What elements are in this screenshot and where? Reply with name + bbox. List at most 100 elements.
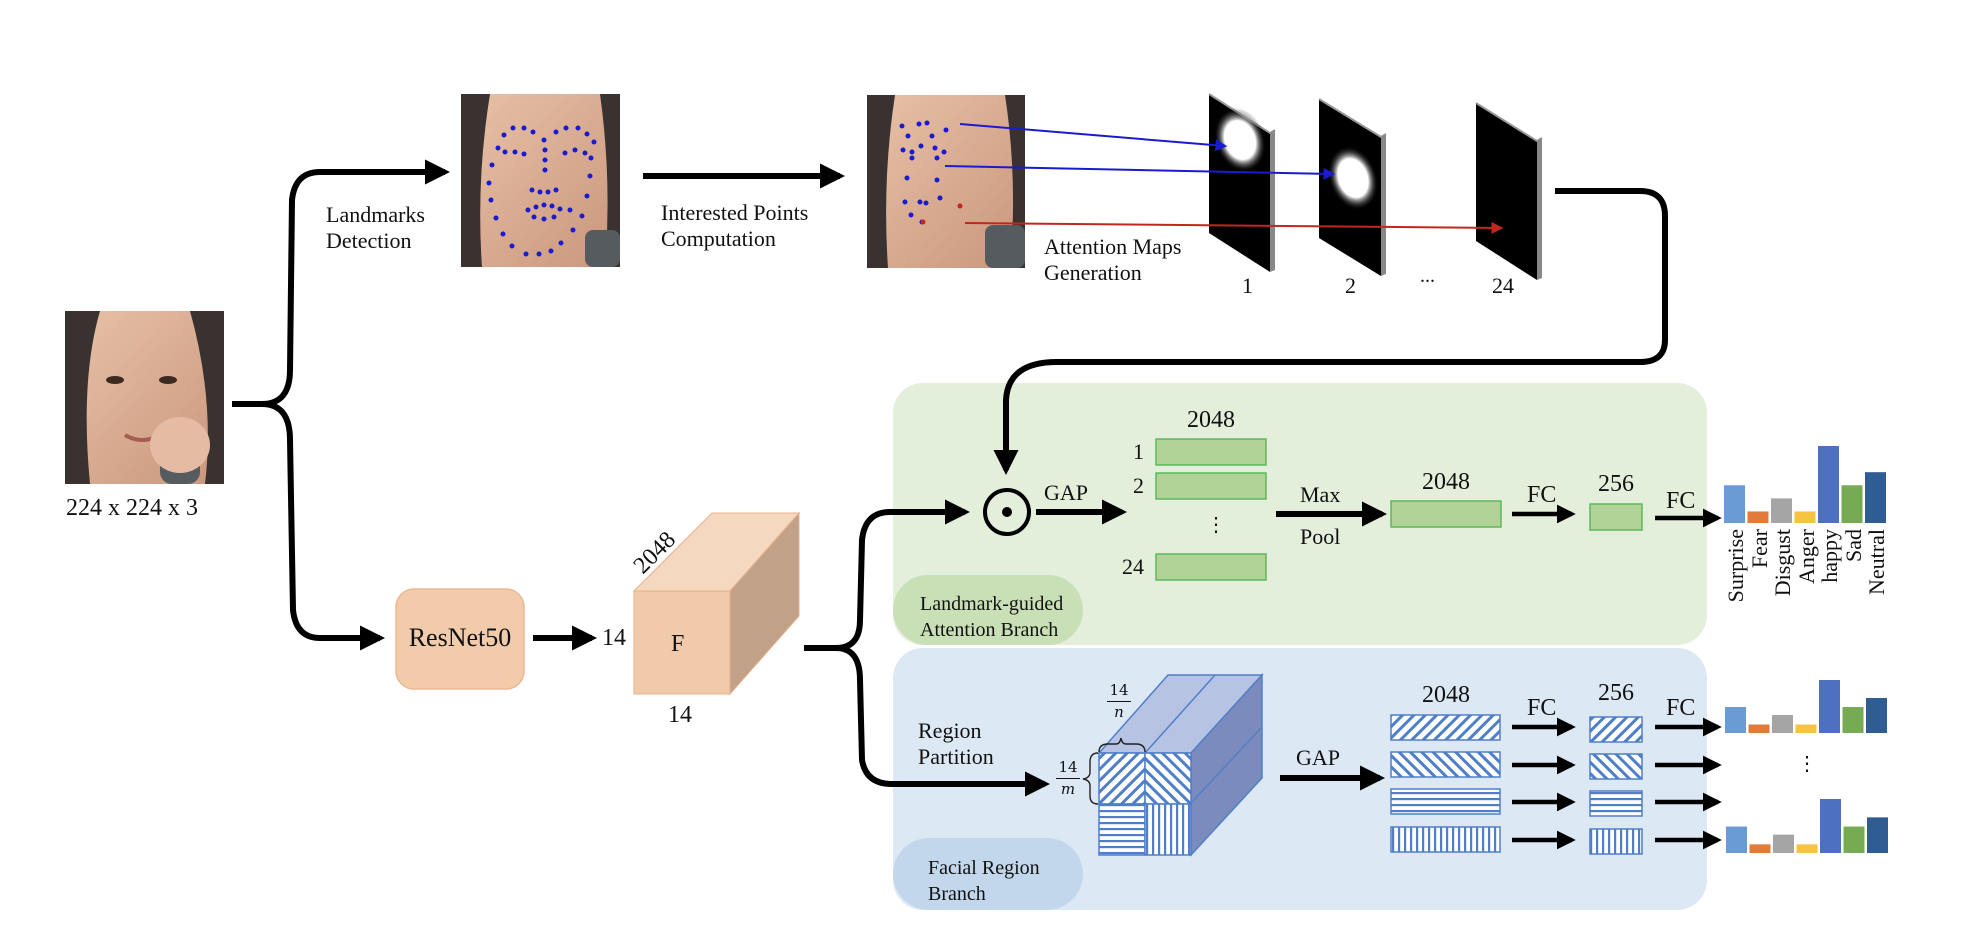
bar-sad [1843, 826, 1865, 853]
point-to-map-1-arrow [959, 123, 1228, 152]
resnet50-label: ResNet50 [408, 623, 512, 652]
map-index-2: 2 [1345, 273, 1356, 298]
attention-rows-ellipsis: ⋮ [1206, 514, 1226, 536]
bar-anger [1795, 724, 1817, 733]
fc2-label-region: FC [1666, 695, 1696, 721]
region-vector-2 [1390, 751, 1501, 778]
fc1-label-region: FC [1527, 695, 1557, 721]
bar-disgust [1773, 834, 1794, 853]
bar-fear [1747, 511, 1769, 523]
emotion-chart-region-first [1725, 680, 1887, 733]
maxpool-label-2: Pool [1300, 524, 1341, 549]
bar-anger [1796, 844, 1818, 853]
fc2-label-attention: FC [1666, 488, 1696, 514]
maxpool-label-1: Max [1300, 482, 1341, 507]
region-partition-label: Region Partition [918, 718, 994, 770]
attention-vector-1 [1155, 438, 1267, 466]
bar-happy [1820, 799, 1841, 853]
attention-row-label-1: 1 [1133, 439, 1144, 464]
gap-label-region: GAP [1296, 745, 1341, 770]
category-label-neutral: Neutral [1864, 529, 1889, 595]
bar-fear [1748, 724, 1770, 733]
region-vector-4 [1390, 826, 1501, 853]
bar-surprise [1724, 485, 1745, 523]
bar-sad [1841, 485, 1863, 523]
fraction-m-denominator: m [1060, 780, 1076, 798]
fraction-n-denominator: n [1114, 703, 1124, 721]
attention-branch-pill [893, 575, 1083, 645]
region-branch-title: Facial Region Branch [928, 857, 1040, 905]
region-fc-vector-1 [1589, 716, 1643, 743]
feature-cube [632, 511, 801, 696]
hadamard-operator [983, 488, 1031, 536]
category-label-surprise: Surprise [1723, 529, 1748, 603]
bar-sad [1842, 707, 1864, 733]
landmark-face-image [461, 94, 620, 267]
bar-surprise [1726, 826, 1747, 853]
attention-vector-2 [1155, 472, 1267, 500]
region-fc-vector-4 [1589, 828, 1643, 855]
attention-vec-dim: 2048 [1187, 407, 1235, 433]
pooled-dim: 2048 [1422, 469, 1470, 495]
bar-happy [1818, 446, 1839, 523]
attention-map-2 [1318, 98, 1387, 276]
map-index-ellipsis: ... [1420, 265, 1435, 287]
bar-neutral [1865, 472, 1886, 523]
bar-neutral [1867, 817, 1888, 853]
map-index-24: 24 [1492, 273, 1514, 298]
split-brace [232, 159, 451, 407]
input-size-label: 224 x 224 x 3 [66, 495, 198, 521]
pooled-vector [1390, 500, 1502, 528]
map-index-1: 1 [1242, 273, 1253, 298]
attention-row-label-2: 2 [1133, 473, 1144, 498]
hadamard-dot [1002, 507, 1012, 517]
fraction-14-over-n: 14 n [1107, 683, 1131, 720]
maps-return-path [993, 188, 1668, 476]
fc-vector-attention [1589, 503, 1643, 531]
category-label-fear: Fear [1746, 529, 1772, 569]
region-branch-pill [893, 838, 1083, 910]
landmark-dots [486, 125, 597, 257]
bar-anger [1794, 511, 1816, 523]
bar-happy [1819, 680, 1840, 733]
bar-fear [1749, 844, 1771, 853]
bar-surprise [1725, 707, 1746, 733]
fraction-n-numerator: 14 [1107, 683, 1131, 702]
attention-vector-24 [1155, 553, 1267, 581]
region-fc-vector-2 [1589, 753, 1643, 780]
gap-label-attention: GAP [1044, 480, 1089, 505]
fc-dim-region: 256 [1598, 680, 1634, 706]
attention-row-label-24: 24 [1122, 554, 1144, 579]
attention-branch-title: Landmark-guided Attention Branch [920, 593, 1064, 641]
point-to-map-24-arrow [964, 221, 1504, 234]
region-vector-3 [1390, 788, 1501, 815]
resnet50-block [395, 588, 525, 690]
attention-maps-label: Attention Maps Generation [1044, 234, 1182, 286]
category-label-disgust: Disgust [1770, 529, 1795, 597]
category-label-anger: Anger [1793, 529, 1819, 584]
point-to-map-2-arrow [944, 165, 1336, 180]
region-cube [1082, 673, 1264, 857]
attention-map-24 [1475, 102, 1543, 280]
split-brace-lower [261, 401, 386, 651]
category-label-happy: happy [1817, 529, 1842, 583]
interest-points-face-image [867, 95, 1025, 268]
region-vector-1 [1390, 714, 1501, 741]
emotion-chart-attention [1724, 446, 1886, 523]
fc1-label-attention: FC [1527, 482, 1557, 508]
feature-dim-bottom: 14 [668, 702, 692, 728]
fc-dim-attention: 256 [1598, 471, 1634, 497]
region-vec-dim: 2048 [1422, 682, 1470, 708]
fraction-14-over-m: 14 m [1056, 760, 1080, 797]
category-label-sad: Sad [1840, 529, 1866, 562]
feature-dim-left: 14 [602, 625, 626, 651]
emotion-chart-region-last [1726, 799, 1888, 853]
fraction-m-numerator: 14 [1056, 760, 1080, 779]
attention-map-1 [1208, 93, 1276, 272]
bar-disgust [1772, 714, 1793, 733]
region-charts-ellipsis: ⋮ [1797, 753, 1817, 775]
feature-split-lower [835, 645, 1051, 797]
region-fc-vector-3 [1589, 790, 1643, 817]
landmarks-detection-label: Landmarks Detection [326, 202, 425, 254]
